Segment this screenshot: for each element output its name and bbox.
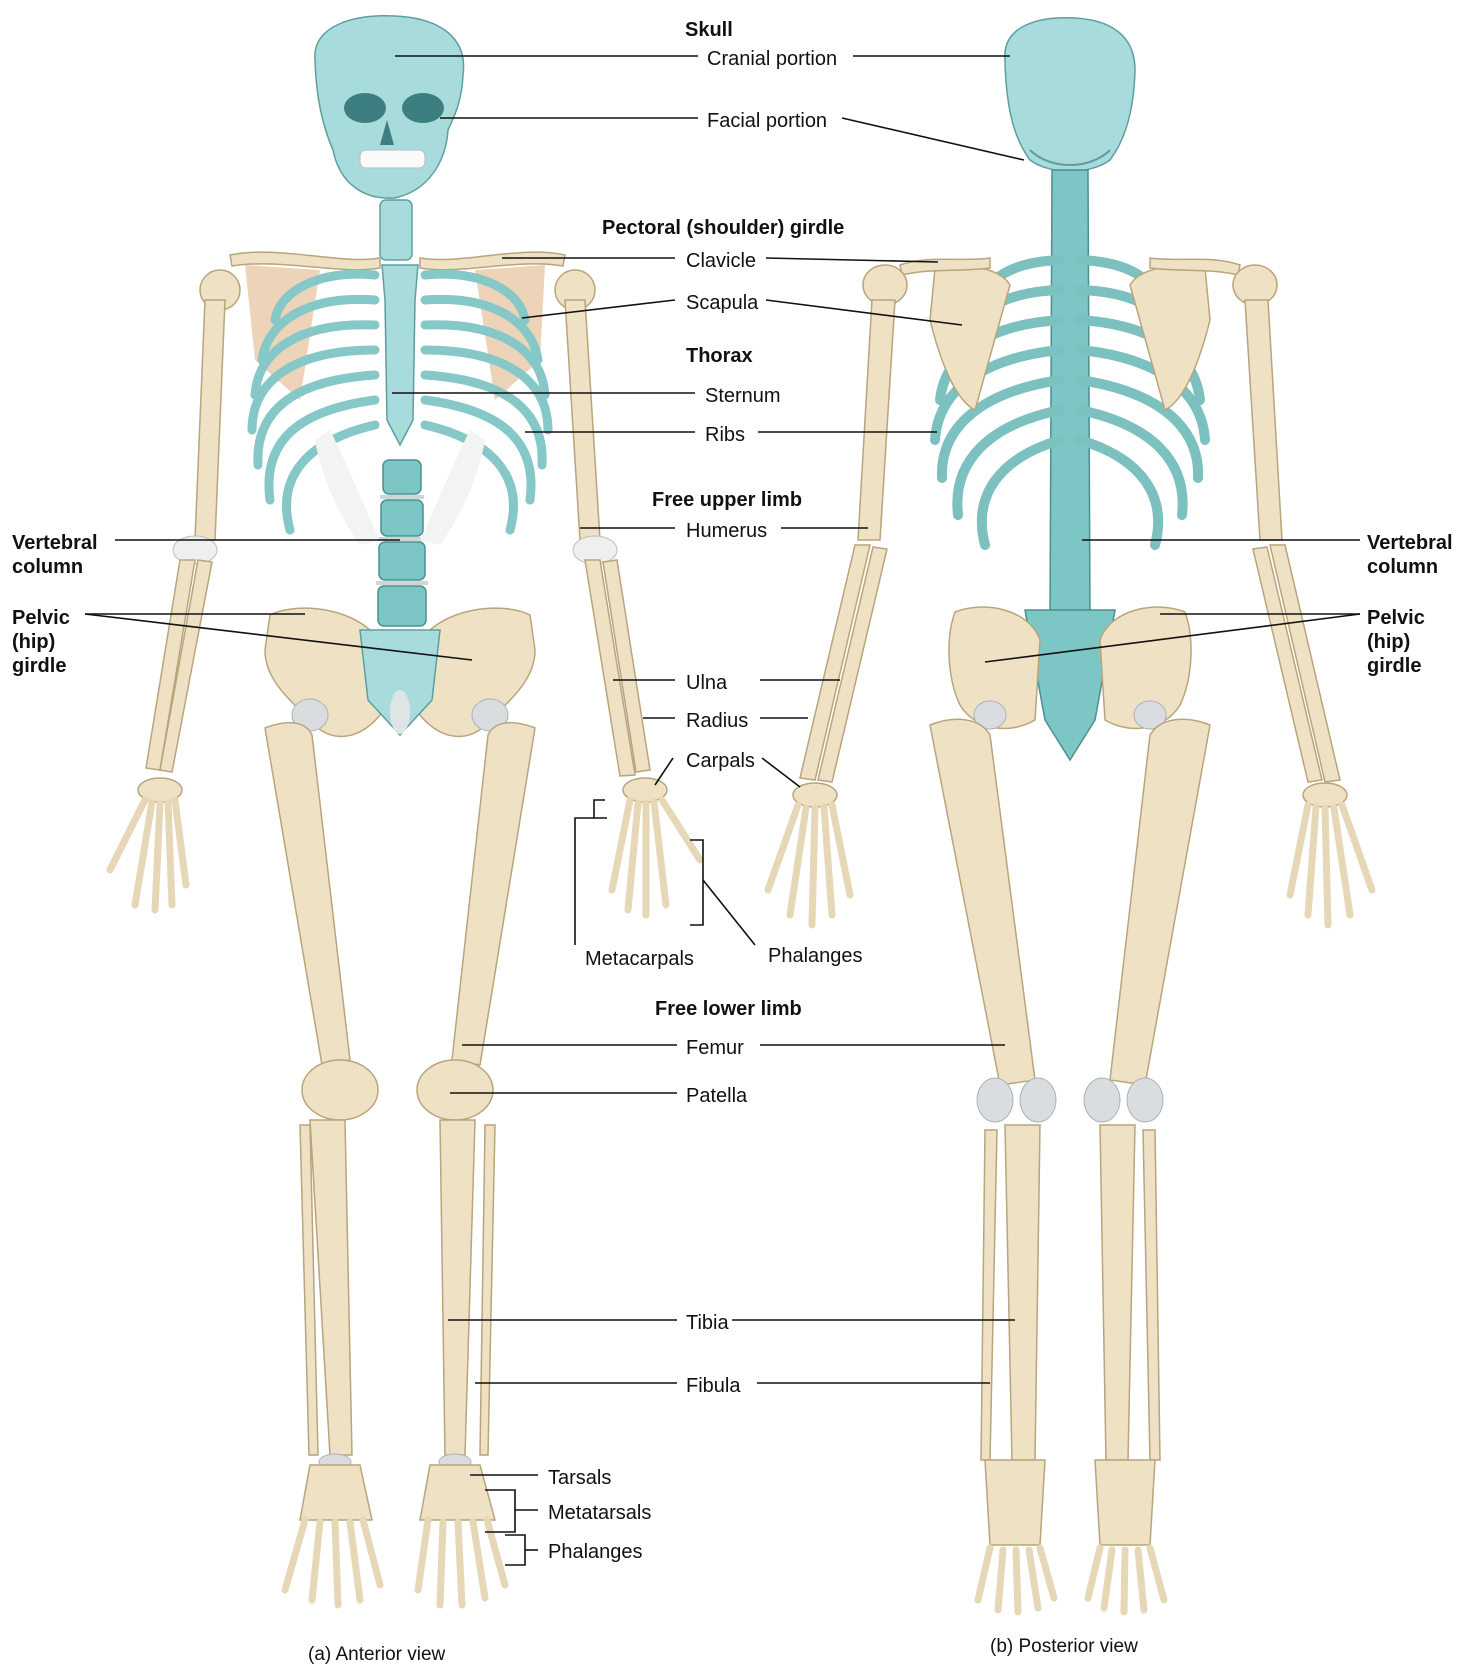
anterior-legs: [265, 699, 535, 1605]
label-facial-portion: Facial portion: [707, 110, 827, 132]
label-ribs: Ribs: [705, 424, 745, 446]
label-sternum: Sternum: [705, 385, 781, 407]
heading-free-lower-limb: Free lower limb: [655, 998, 802, 1020]
caption-posterior-view: (b) Posterior view: [990, 1636, 1138, 1657]
anterior-skull: [315, 16, 464, 198]
label-scapula: Scapula: [686, 292, 759, 314]
label-metatarsals: Metatarsals: [548, 1502, 651, 1524]
label-ulna: Ulna: [686, 672, 728, 694]
label-pelvic-girdle-left-1: Pelvic: [12, 607, 70, 629]
label-pelvic-girdle-left-3: girdle: [12, 655, 66, 677]
label-pelvic-girdle-left-2: (hip): [12, 631, 55, 653]
label-fibula: Fibula: [686, 1375, 741, 1397]
heading-thorax: Thorax: [686, 345, 753, 367]
anterior-sternum: [382, 265, 418, 445]
label-vertebral-column-left-1: Vertebral: [12, 532, 98, 554]
label-metacarpals: Metacarpals: [585, 948, 694, 970]
label-vertebral-column-left-2: column: [12, 556, 83, 578]
label-tarsals: Tarsals: [548, 1467, 611, 1489]
label-vertebral-column-right-1: Vertebral: [1367, 532, 1453, 554]
heading-skull: Skull: [685, 19, 733, 41]
caption-anterior-view: (a) Anterior view: [308, 1644, 446, 1665]
label-clavicle: Clavicle: [686, 250, 756, 272]
label-vertebral-column-right-2: column: [1367, 556, 1438, 578]
label-patella: Patella: [686, 1085, 748, 1107]
label-femur: Femur: [686, 1037, 744, 1059]
label-humerus: Humerus: [686, 520, 767, 542]
label-carpals: Carpals: [686, 750, 755, 772]
posterior-skeleton: [768, 18, 1372, 1612]
label-pelvic-girdle-right-2: (hip): [1367, 631, 1410, 653]
heading-free-upper-limb: Free upper limb: [652, 489, 802, 511]
label-pelvic-girdle-right-3: girdle: [1367, 655, 1421, 677]
label-radius: Radius: [686, 710, 748, 732]
label-tibia: Tibia: [686, 1312, 729, 1334]
posterior-skull: [1005, 18, 1135, 172]
label-phalanges-hand: Phalanges: [768, 945, 863, 967]
heading-pectoral-girdle: Pectoral (shoulder) girdle: [602, 217, 844, 239]
posterior-legs: [930, 701, 1210, 1612]
anterior-skeleton: [110, 16, 700, 1605]
label-cranial-portion: Cranial portion: [707, 48, 837, 70]
label-pelvic-girdle-right-1: Pelvic: [1367, 607, 1425, 629]
label-phalanges-foot: Phalanges: [548, 1541, 643, 1563]
